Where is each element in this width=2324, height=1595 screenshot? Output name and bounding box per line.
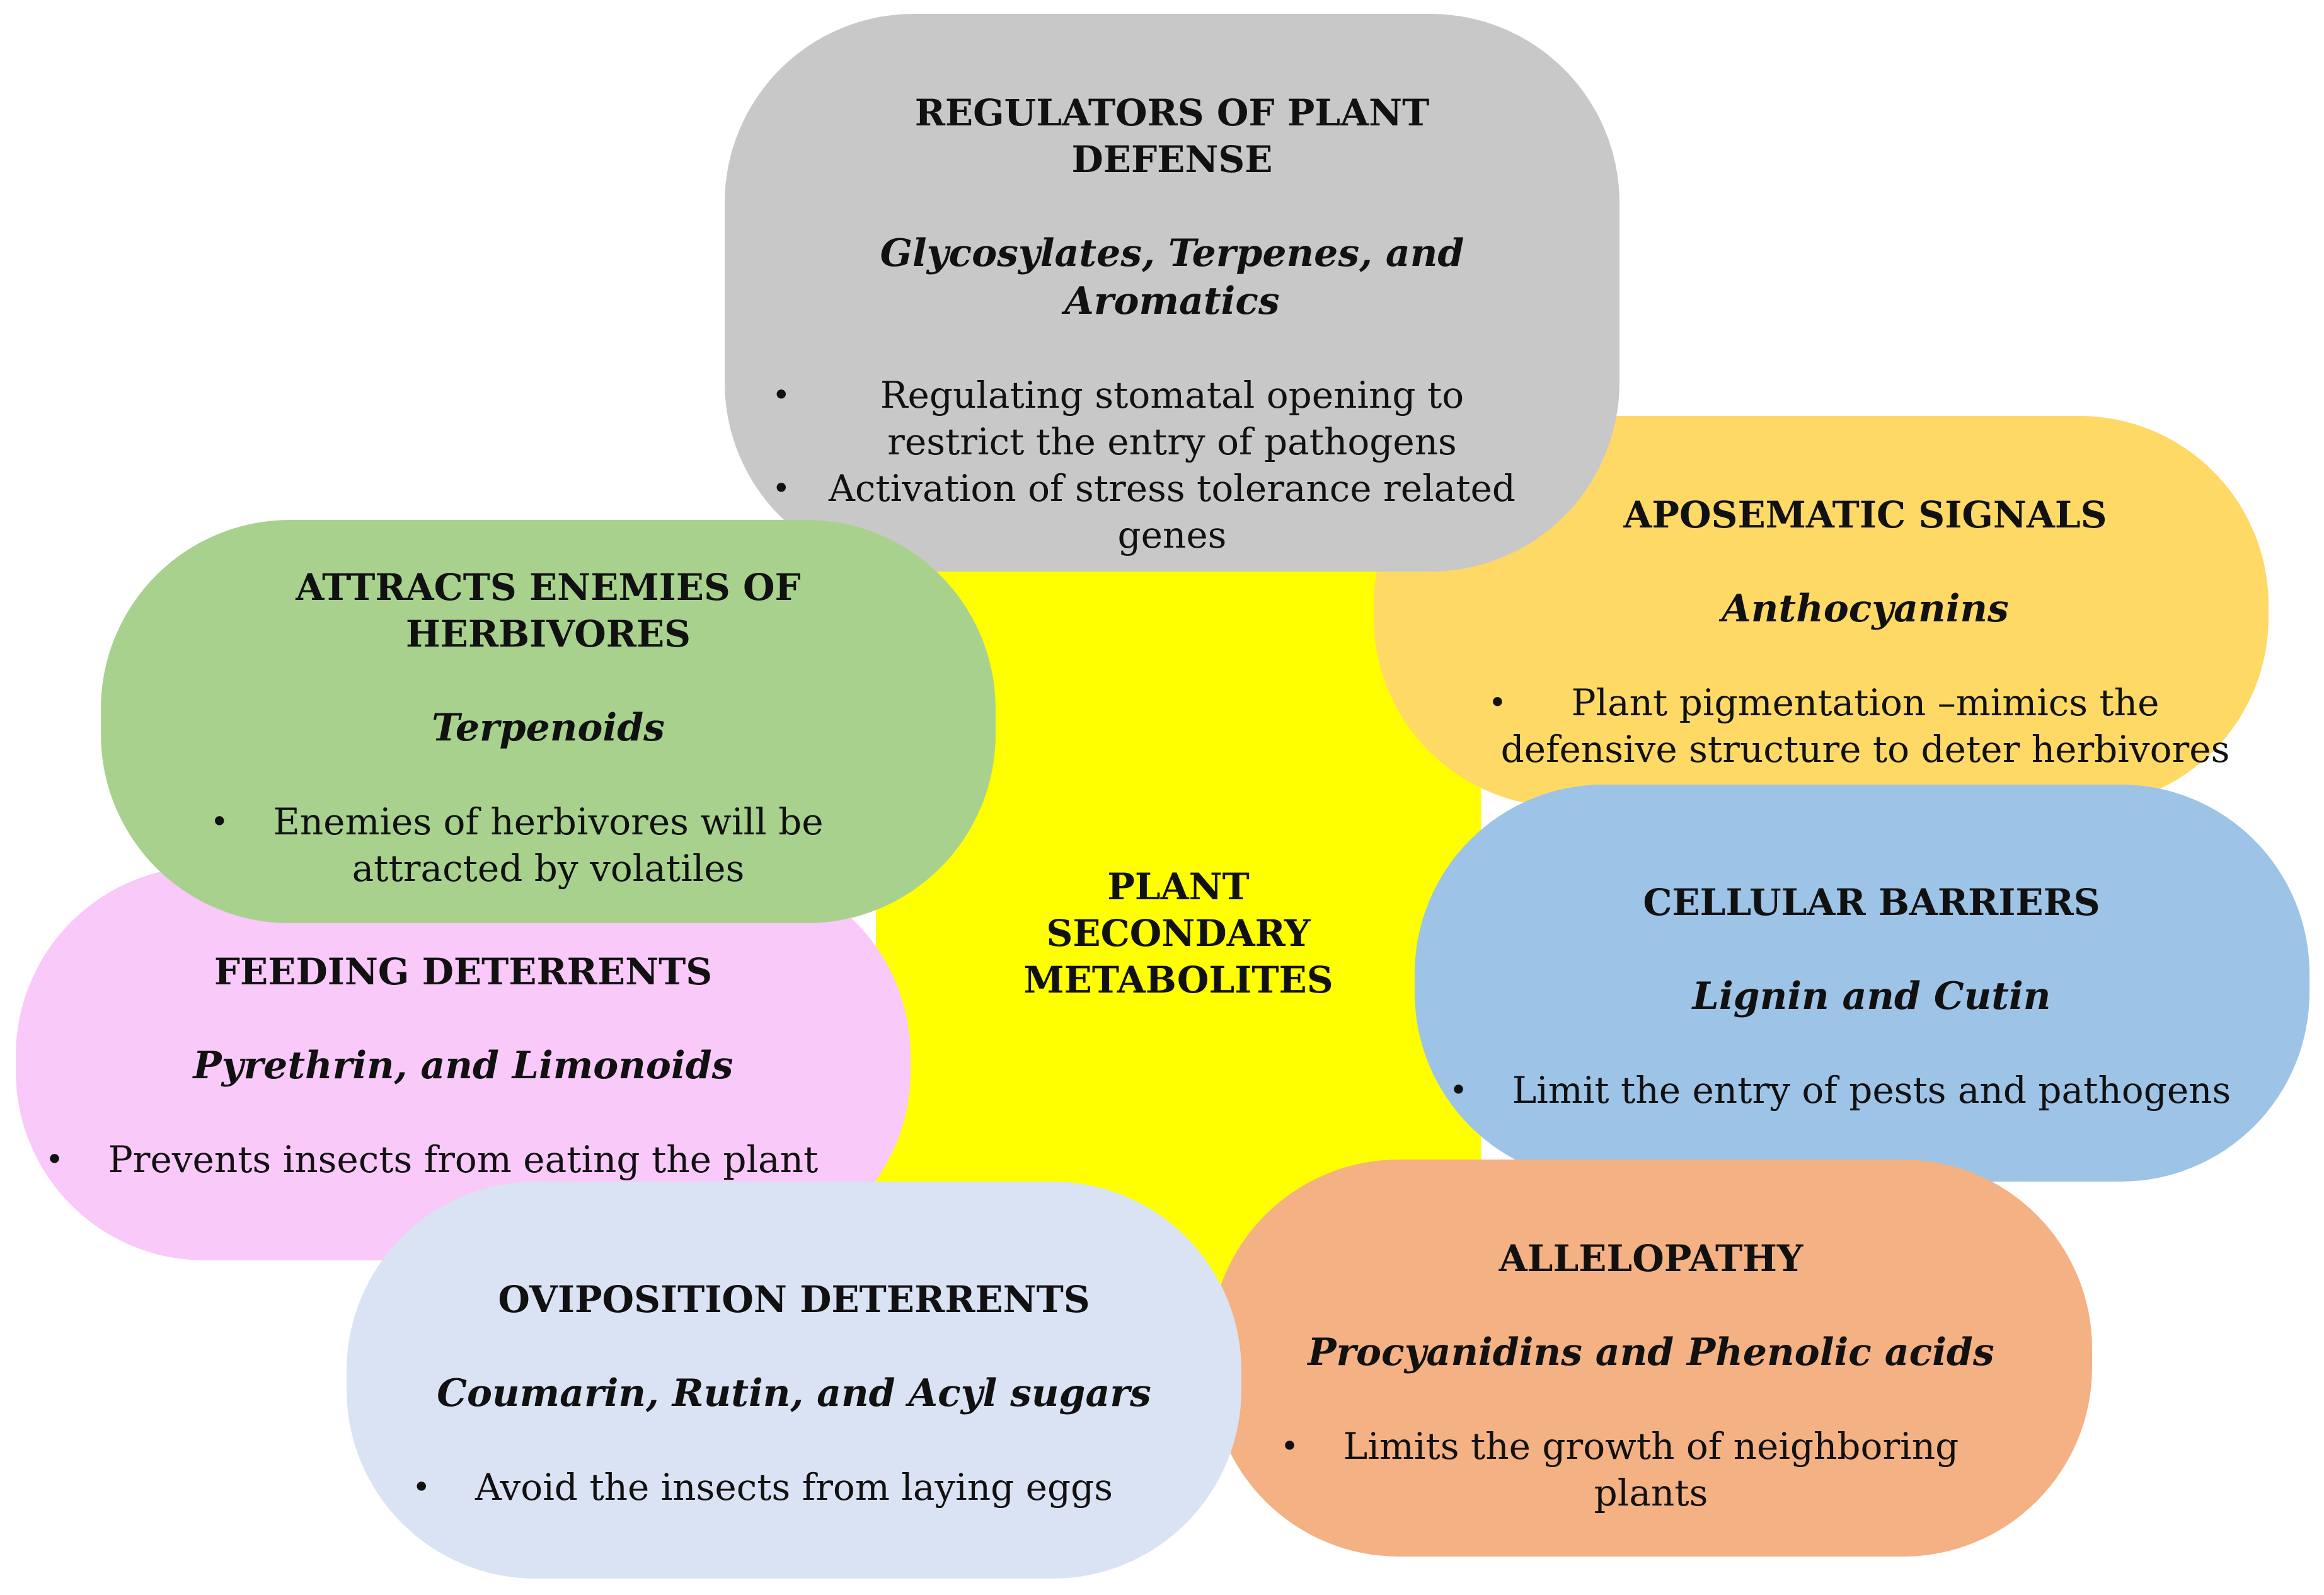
card-title: FEEDING DETERRENTS	[214, 950, 713, 993]
card-compounds: Terpenoids	[432, 706, 665, 750]
list-item: • Enemies of herbivores will be attracte…	[210, 798, 824, 892]
card-title: CELLULAR BARRIERS	[1643, 881, 2100, 924]
card-compounds: Lignin and Cutin	[1692, 974, 2051, 1018]
card-bullet-list: • Enemies of herbivores will be attracte…	[210, 798, 824, 892]
bullet-icon: •	[210, 803, 229, 840]
card-compounds: Pyrethrin, and Limonoids	[193, 1044, 733, 1088]
center-label-line: METABOLITES	[1023, 959, 1333, 1001]
card-bullet-list: • Prevents insects from eating the plant	[45, 1136, 819, 1183]
card-regulators-of-plant-defense: REGULATORS OF PLANT DEFENSE Glycosylates…	[725, 14, 1619, 572]
list-item: • Avoid the insects from laying eggs	[412, 1464, 1113, 1511]
card-compounds: Coumarin, Rutin, and Acyl sugars	[437, 1371, 1151, 1415]
bullet-text-line: genes	[1117, 514, 1227, 556]
card-cellular-barriers: CELLULAR BARRIERS Lignin and Cutin • Lim…	[1415, 785, 2310, 1182]
card-title: ALLELOPATHY	[1499, 1237, 1803, 1280]
bullet-text-line: Limits the growth of neighboring	[1343, 1425, 1959, 1468]
bullet-text-line: Avoid the insects from laying eggs	[475, 1466, 1113, 1509]
list-item: • Prevents insects from eating the plant	[45, 1136, 819, 1183]
card-title: ATTRACTS ENEMIES OF HERBIVORES	[296, 564, 800, 657]
card-title: REGULATORS OF PLANT DEFENSE	[915, 89, 1430, 183]
card-compounds-line: Aromatics	[1064, 279, 1280, 323]
list-item: • Plant pigmentation –mimics the defensi…	[1488, 679, 2230, 773]
list-item: • Activation of stress tolerance related…	[772, 465, 1516, 558]
card-compounds: Procyanidins and Phenolic acids	[1308, 1330, 1994, 1374]
bullet-text-line: Regulating stomatal opening to	[880, 374, 1464, 417]
bullet-icon: •	[1449, 1072, 1468, 1108]
bullet-text-line: Limit the entry of pests and pathogens	[1512, 1069, 2231, 1112]
center-label-line: PLANT	[1107, 865, 1250, 908]
bullet-text-line: plants	[1594, 1471, 1708, 1514]
bullet-text-line: defensive structure to deter herbivores	[1500, 728, 2230, 771]
bullet-icon: •	[772, 470, 791, 507]
card-bullet-list: • Plant pigmentation –mimics the defensi…	[1488, 679, 2230, 773]
card-bullet-list: • Avoid the insects from laying eggs	[412, 1464, 1113, 1511]
bullet-icon: •	[45, 1141, 64, 1178]
bullet-icon: •	[412, 1469, 431, 1506]
bullet-icon: •	[1488, 684, 1507, 721]
card-compounds-line: Glycosylates, Terpenes, and	[880, 231, 1464, 275]
bullet-text-line: restrict the entry of pathogens	[887, 420, 1457, 463]
list-item: • Limit the entry of pests and pathogens	[1449, 1067, 2231, 1114]
bullet-text-line: Activation of stress tolerance related	[829, 467, 1516, 510]
card-title: OVIPOSITION DETERRENTS	[498, 1278, 1090, 1321]
bullet-text-line: Plant pigmentation –mimics the	[1571, 681, 2160, 724]
card-title-line: DEFENSE	[1071, 138, 1273, 181]
bullet-icon: •	[772, 377, 791, 413]
bullet-icon: •	[1280, 1428, 1299, 1465]
card-oviposition-deterrents: OVIPOSITION DETERRENTS Coumarin, Rutin, …	[347, 1182, 1241, 1579]
card-title-line: HERBIVORES	[405, 613, 691, 655]
card-bullet-list: • Limits the growth of neighboring plant…	[1280, 1423, 1959, 1516]
list-item: • Limits the growth of neighboring plant…	[1280, 1423, 1959, 1516]
bullet-text-line: attracted by volatiles	[352, 847, 745, 890]
card-bullet-list: • Limit the entry of pests and pathogens	[1449, 1067, 2231, 1114]
center-label-line: SECONDARY	[1046, 912, 1311, 955]
card-title: APOSEMATIC SIGNALS	[1623, 493, 2107, 536]
card-title-line: ATTRACTS ENEMIES OF	[296, 566, 801, 609]
bullet-text-line: Prevents insects from eating the plant	[108, 1138, 819, 1181]
card-title-line: REGULATORS OF PLANT	[914, 91, 1430, 134]
list-item: • Regulating stomatal opening to restric…	[772, 372, 1516, 465]
card-bullet-list: • Regulating stomatal opening to restric…	[772, 372, 1516, 558]
center-label: PLANT SECONDARY METABOLITES	[876, 863, 1481, 1003]
card-allelopathy: ALLELOPATHY Procyanidins and Phenolic ac…	[1210, 1160, 2092, 1557]
card-attracts-enemies-of-herbivores: ATTRACTS ENEMIES OF HERBIVORES Terpenoid…	[101, 520, 996, 923]
bullet-text-line: Enemies of herbivores will be	[273, 800, 824, 843]
card-compounds: Anthocyanins	[1722, 587, 2009, 631]
card-compounds: Glycosylates, Terpenes, and Aromatics	[880, 229, 1464, 325]
